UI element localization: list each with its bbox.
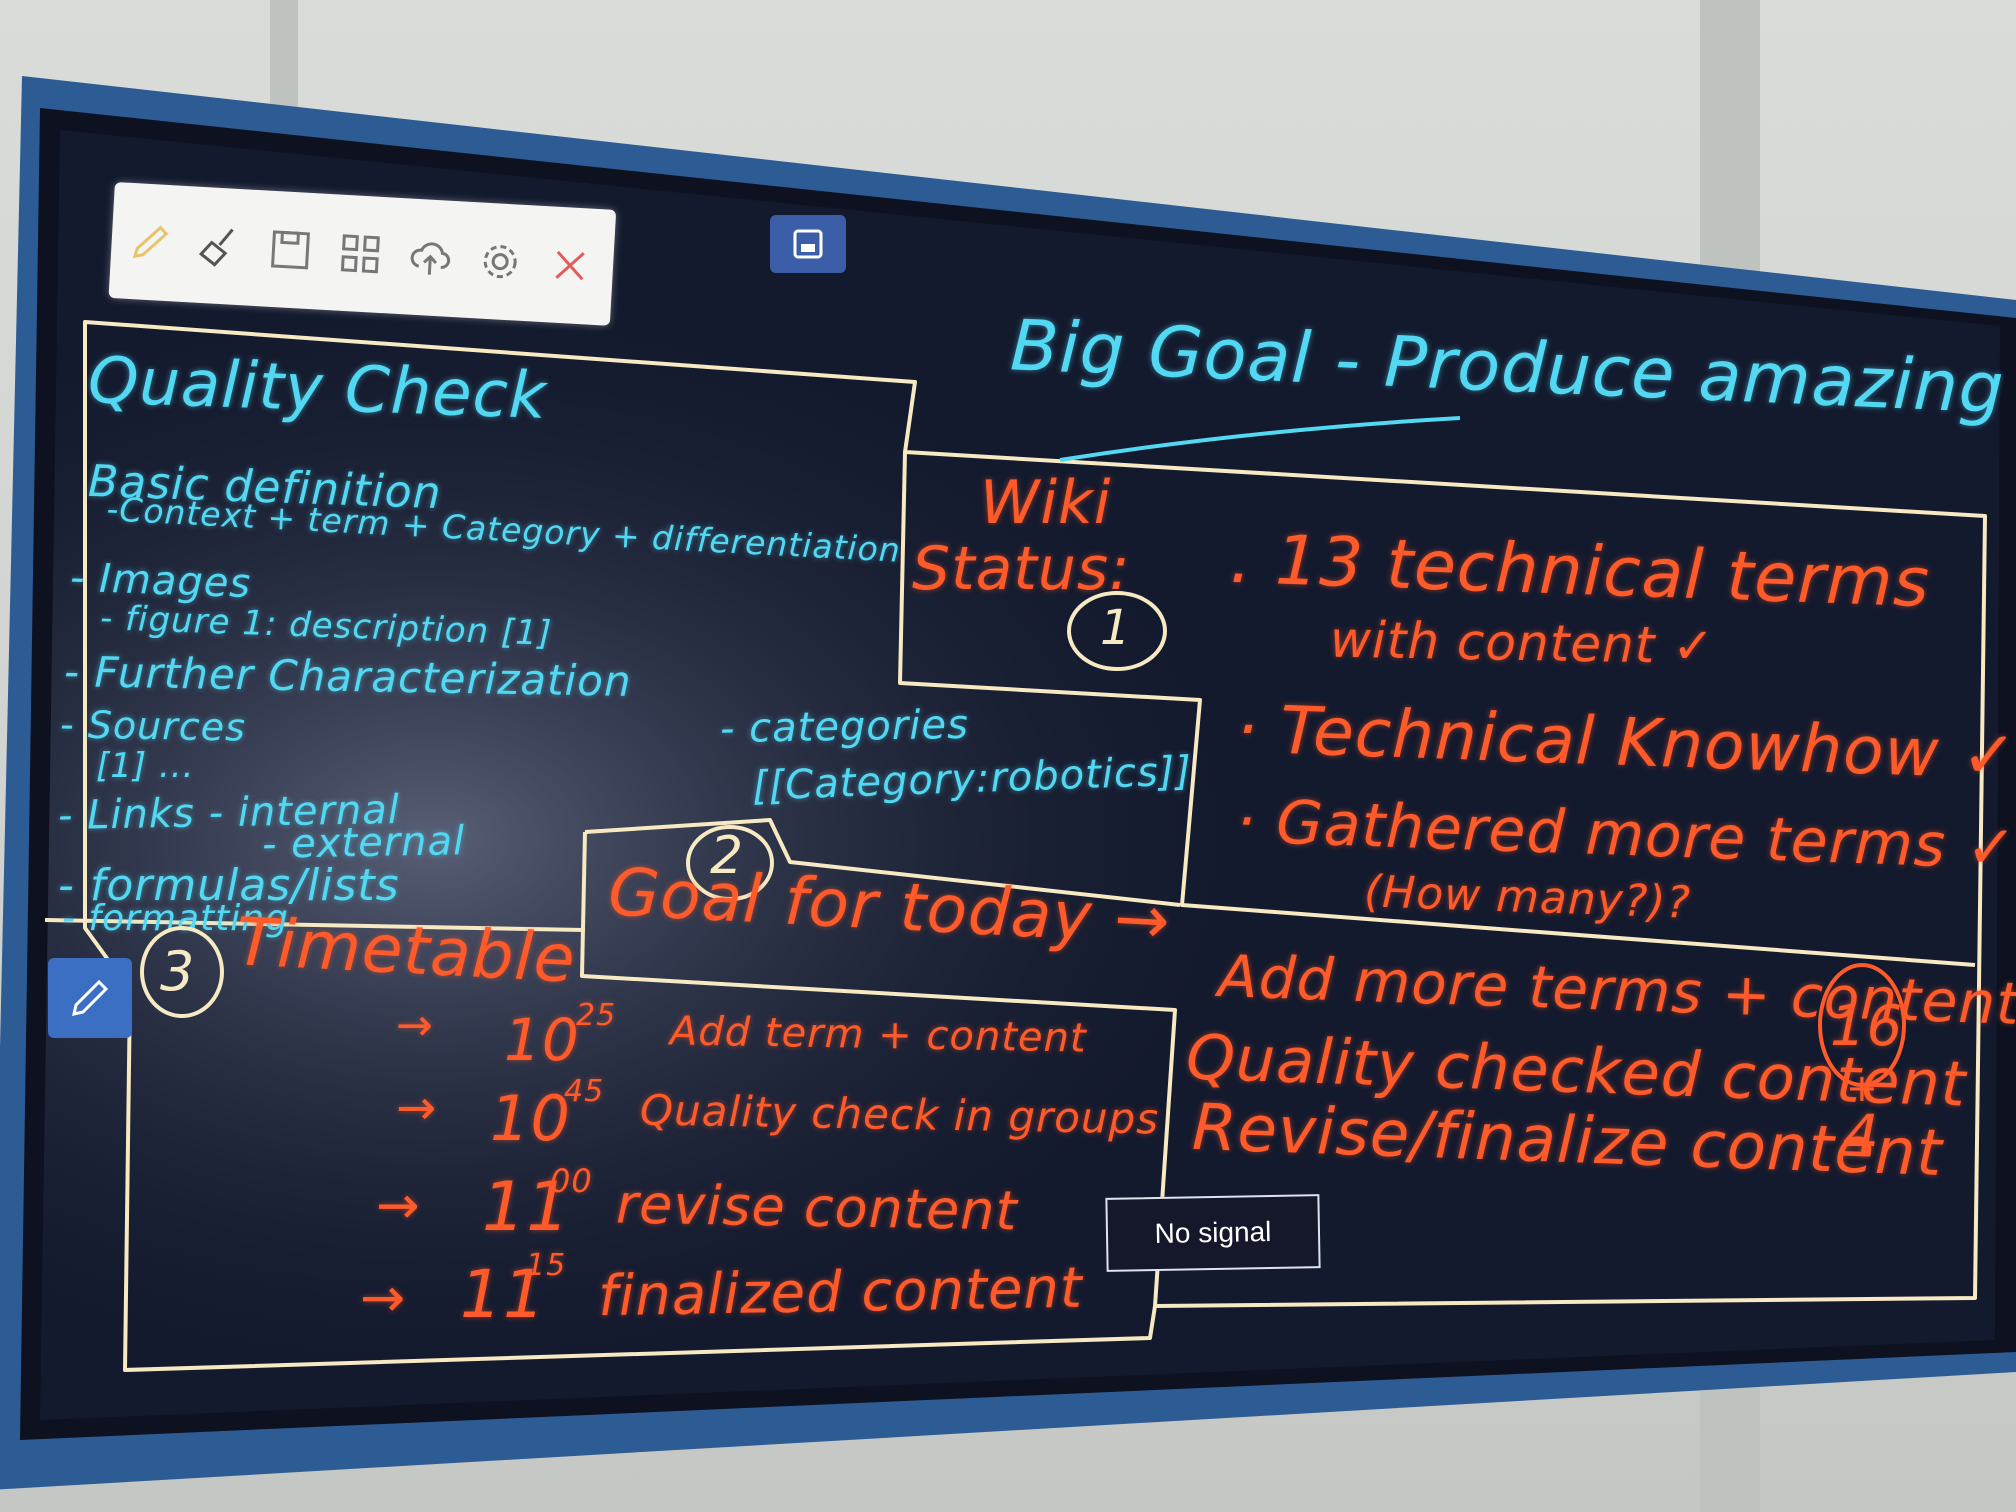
goal-count-circle <box>1818 963 1906 1087</box>
wall-rail-bottom <box>1700 1380 1760 1512</box>
qr-grid-icon[interactable] <box>328 222 393 285</box>
drawing-toolbar <box>108 182 617 326</box>
no-signal-overlay: No signal <box>1105 1194 1321 1272</box>
row-time-sup: 00 <box>550 1162 593 1200</box>
row-time: 10 <box>490 1082 571 1155</box>
row-time: 11 <box>482 1168 571 1247</box>
save-icon[interactable] <box>258 218 323 281</box>
wiki-status-heading-2: Status: <box>912 534 1131 604</box>
timetable-number-circle <box>140 926 224 1018</box>
row-task: finalized content <box>597 1255 1084 1330</box>
cloud-upload-icon[interactable] <box>398 226 463 289</box>
row-task: Add term + content <box>669 1008 1088 1062</box>
goal-count-top: 16 <box>1830 994 1904 1059</box>
wall-column <box>270 0 298 110</box>
gear-icon[interactable] <box>468 230 533 293</box>
row-time-sup: 45 <box>564 1074 605 1109</box>
close-icon[interactable] <box>537 234 602 297</box>
broom-icon[interactable] <box>188 214 253 277</box>
timetable-number: 3 <box>160 940 196 1003</box>
timetable-divider <box>44 918 586 932</box>
row-time: 10 <box>504 1006 580 1074</box>
row-task: Quality check in groups <box>639 1085 1160 1144</box>
qc-line-11: - formatting <box>62 898 289 939</box>
qc-line-5: - Further Characterization <box>63 647 633 706</box>
row-arrow: → <box>376 1176 421 1236</box>
qc-line-10: - formulas/lists <box>58 860 400 911</box>
goal-box-top <box>584 818 1181 907</box>
goal-number-circle <box>686 825 774 901</box>
side-pencil-icon[interactable] <box>48 958 132 1038</box>
status-number-circle <box>1067 591 1167 671</box>
row-time-sup: 25 <box>576 998 617 1033</box>
status-item-2: with content ✓ <box>1329 610 1716 676</box>
row-time: 11 <box>460 1256 546 1333</box>
row-arrow: → <box>360 1266 407 1329</box>
qc-line-6: - Sources <box>59 702 247 750</box>
qc-categories: - categories <box>719 701 970 753</box>
goal-number: 2 <box>710 826 745 886</box>
wall-rail <box>1700 0 1760 300</box>
goal-count-bottom: 4 <box>1842 1102 1880 1170</box>
goal-count-plus: + <box>1846 1066 1879 1110</box>
dock-icon[interactable] <box>770 215 846 273</box>
pencil-icon[interactable] <box>118 210 183 273</box>
qc-line-7: [1] ... <box>96 746 195 786</box>
big-goal-underline <box>1059 416 1461 462</box>
row-arrow: → <box>396 1000 434 1051</box>
wiki-status-heading-1: Wiki <box>980 468 1112 538</box>
wiki-status-divider <box>898 451 1976 967</box>
row-time-sup: 15 <box>526 1248 567 1283</box>
row-task: revise content <box>615 1172 1019 1243</box>
row-arrow: → <box>396 1080 438 1136</box>
goal-box-side <box>580 831 1177 1307</box>
status-number: 1 <box>1100 600 1132 656</box>
